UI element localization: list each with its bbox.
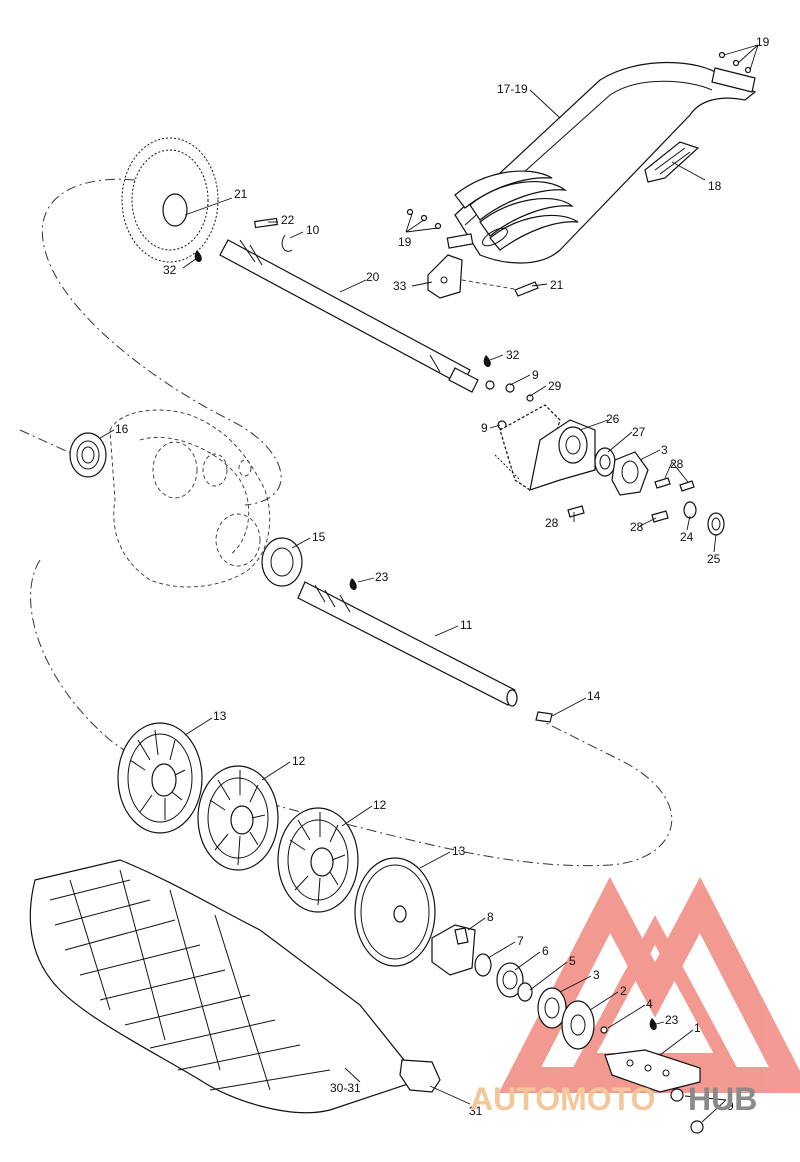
callout-19: 19 bbox=[398, 235, 412, 249]
upper-shaft bbox=[219, 239, 479, 393]
washer-24 bbox=[683, 501, 697, 519]
callout-18: 18 bbox=[708, 179, 722, 193]
callout-8: 8 bbox=[487, 910, 494, 924]
seal-25 bbox=[707, 512, 725, 536]
bracket bbox=[427, 254, 463, 299]
callout-22: 22 bbox=[281, 213, 295, 227]
track bbox=[29, 859, 422, 1114]
callout-17-19: 17-19 bbox=[497, 82, 528, 96]
callout-9: 9 bbox=[727, 1099, 734, 1113]
callout-12: 12 bbox=[292, 754, 306, 768]
callout-32: 32 bbox=[163, 263, 177, 277]
callout-23: 23 bbox=[665, 1013, 679, 1027]
callout-labels: 19 17-19 18 21 22 10 32 19 33 21 20 32 9… bbox=[115, 35, 770, 1118]
callout-19: 19 bbox=[756, 35, 770, 49]
callout-9: 9 bbox=[481, 421, 488, 435]
callout-12: 12 bbox=[373, 798, 387, 812]
watermark-text-right: HUB bbox=[688, 1081, 757, 1117]
callout-2: 2 bbox=[620, 984, 627, 998]
callout-32: 32 bbox=[506, 348, 520, 362]
screws-mid bbox=[406, 208, 442, 230]
callout-23: 23 bbox=[375, 570, 389, 584]
callout-26: 26 bbox=[606, 412, 620, 426]
upper-assembly-envelope bbox=[41, 178, 282, 506]
callout-20: 20 bbox=[366, 270, 380, 284]
callout-28: 28 bbox=[670, 457, 684, 471]
callout-24: 24 bbox=[680, 530, 694, 544]
grease-drop-icon bbox=[483, 355, 491, 367]
bearing-axis-line bbox=[19, 429, 76, 456]
callout-29: 29 bbox=[548, 379, 562, 393]
callout-3: 3 bbox=[661, 443, 668, 457]
washer bbox=[526, 394, 534, 402]
tensioner-plate bbox=[494, 404, 596, 491]
callout-7: 7 bbox=[517, 934, 524, 948]
bracket-dash bbox=[461, 279, 521, 291]
bearing-6 bbox=[496, 962, 524, 998]
screw-4 bbox=[600, 1026, 608, 1034]
plug-14 bbox=[535, 711, 553, 723]
bolts bbox=[567, 477, 695, 523]
callout-21: 21 bbox=[234, 187, 248, 201]
callout-15: 15 bbox=[312, 530, 326, 544]
washer-5 bbox=[517, 982, 533, 1002]
nut-9-b bbox=[690, 1120, 704, 1134]
pin-right bbox=[514, 281, 539, 297]
callout-21: 21 bbox=[550, 278, 564, 292]
callout-5: 5 bbox=[569, 954, 576, 968]
callout-10: 10 bbox=[306, 223, 320, 237]
bearing-16 bbox=[69, 432, 107, 478]
speedo-plate-2 bbox=[561, 1000, 595, 1050]
callout-9: 9 bbox=[532, 368, 539, 382]
callout-28: 28 bbox=[630, 520, 644, 534]
nut-9-a bbox=[670, 1088, 684, 1102]
callout-25: 25 bbox=[707, 552, 721, 566]
callout-6: 6 bbox=[542, 944, 549, 958]
spacer-7 bbox=[474, 953, 492, 977]
callout-3: 3 bbox=[593, 968, 600, 982]
sprocket-13-right bbox=[354, 857, 436, 967]
leader-lines bbox=[99, 44, 759, 1123]
lower-assembly-envelope bbox=[30, 559, 673, 867]
grease-drop-icon bbox=[649, 1018, 657, 1030]
callout-28: 28 bbox=[545, 516, 559, 530]
callout-4: 4 bbox=[646, 997, 653, 1011]
chaincase-cover bbox=[446, 61, 757, 264]
circlip bbox=[281, 234, 293, 252]
drive-axle bbox=[297, 581, 518, 707]
callout-11: 11 bbox=[460, 618, 473, 632]
watermark-text: AUTOMOTO HUB bbox=[470, 1081, 757, 1117]
watermark-text-left: AUTOMOTO bbox=[470, 1081, 655, 1117]
bracket-1 bbox=[604, 1049, 701, 1093]
nut bbox=[485, 380, 495, 390]
brake-disc bbox=[121, 137, 219, 263]
callout-16: 16 bbox=[115, 422, 129, 436]
bearing-27 bbox=[594, 447, 616, 477]
bearing-flange-8 bbox=[431, 924, 476, 976]
callout-31: 31 bbox=[469, 1104, 483, 1118]
nut bbox=[505, 383, 515, 393]
callout-27: 27 bbox=[632, 425, 646, 439]
callout-13: 13 bbox=[213, 709, 227, 723]
grease-drop-icon bbox=[349, 578, 357, 590]
callout-30-31: 30-31 bbox=[330, 1081, 361, 1095]
callout-14: 14 bbox=[587, 689, 601, 703]
sprocket-13-left bbox=[117, 722, 203, 834]
grease-drop-icon bbox=[194, 250, 202, 262]
callout-1: 1 bbox=[694, 1021, 701, 1035]
callout-33: 33 bbox=[393, 279, 407, 293]
decal bbox=[644, 141, 700, 183]
bearing-retainer-upper bbox=[611, 451, 649, 496]
sprocket-12-b bbox=[277, 807, 359, 913]
callout-13: 13 bbox=[452, 844, 466, 858]
track-slider bbox=[399, 1059, 441, 1093]
key bbox=[254, 217, 278, 229]
chaincase-housing bbox=[109, 409, 271, 588]
seal-15 bbox=[261, 537, 303, 587]
sprocket-12-a bbox=[197, 765, 279, 871]
